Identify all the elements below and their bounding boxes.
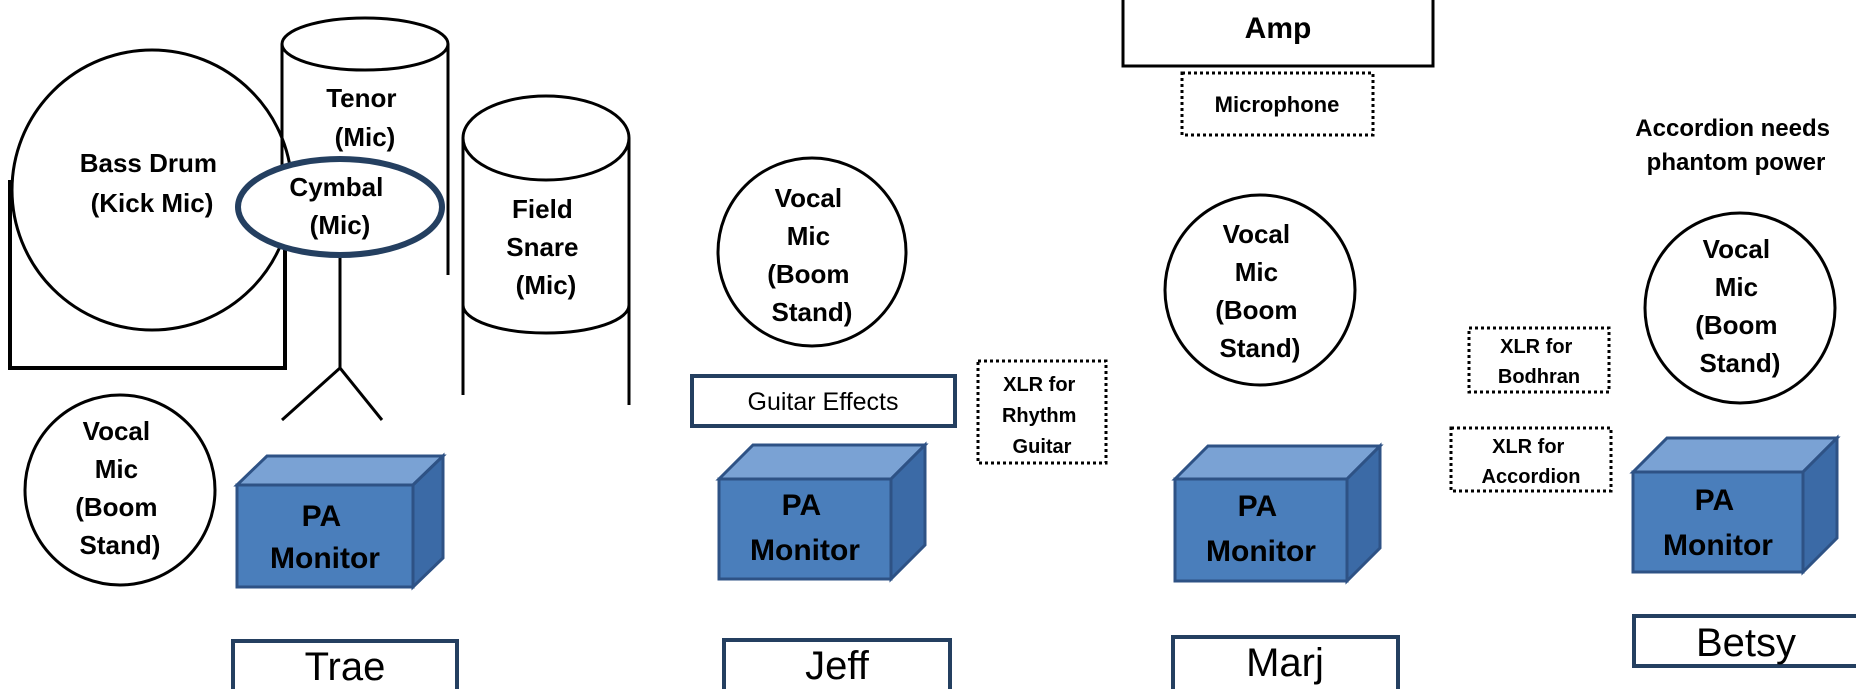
guitar-effects-box: Guitar Effects — [690, 374, 957, 428]
svg-text:Bass Drum (Kick Mic): Bass Drum (Kick Mic) — [80, 148, 225, 218]
performer-name-jeff: Jeff — [805, 644, 870, 688]
performer-name-marj: Marj — [1246, 641, 1324, 685]
svg-text:Vocal Mic (Boom: Vocal Mic (Boom Stand) — [1215, 219, 1305, 363]
performer-name-trae: Trae — [305, 645, 386, 689]
tenor-drum: Tenor (Mic) — [280, 16, 450, 275]
svg-text:XLR for Rhythm Gui: XLR for Rhythm Guitar — [1002, 374, 1082, 458]
bass-drum: Bass Drum (Kick Mic) — [8, 48, 294, 370]
field-snare: Field Snare (Mic) — [461, 94, 631, 405]
amp-label: Amp — [1245, 12, 1312, 45]
guitar-effects-label: Guitar Effects — [748, 388, 899, 416]
vocal-mic-marj: Vocal Mic (Boom Stand) — [1163, 193, 1357, 387]
snare-label: Field — [512, 194, 573, 224]
name-box-marj: Marj — [1171, 635, 1400, 689]
pa-monitor-betsy: PA Monitor — [1629, 434, 1841, 576]
bass-drum-label: Bass Drum — [80, 148, 217, 178]
xlr-bodhran: XLR for Bodhran — [1467, 326, 1611, 394]
name-box-trae: Trae — [231, 639, 459, 689]
name-box-jeff: Jeff — [722, 638, 952, 689]
svg-text:PA Monitor: PA Monitor — [1663, 484, 1773, 562]
xlr-rhythm-guitar: XLR for Rhythm Guitar — [976, 359, 1108, 465]
svg-text:PA Monitor: PA Monitor — [270, 500, 380, 575]
svg-text:Vocal Mic (Boom: Vocal Mic (Boom Stand) — [75, 416, 165, 560]
cymbal: Cymbal (Mic) — [235, 156, 445, 422]
svg-text:XLR for Bodhran: XLR for Bodhran — [1498, 336, 1580, 388]
bass-drum-sublabel: (Kick Mic) — [91, 188, 214, 218]
xlr-accordion: XLR for Accordion — [1449, 426, 1613, 493]
phantom-power-note: Accordion needs phantom power — [1635, 115, 1836, 176]
svg-text:PA Monitor: PA Monitor — [1206, 490, 1316, 568]
cymbal-sublabel: (Mic) — [310, 210, 371, 240]
pa-monitor-trae: PA Monitor — [233, 452, 447, 591]
microphone-label: Microphone — [1215, 92, 1340, 117]
cymbal-label: Cymbal — [289, 172, 383, 202]
tenor-sublabel: (Mic) — [335, 122, 396, 152]
svg-text:XLR for Accordion: XLR for Accordion — [1482, 436, 1581, 488]
amp: Amp — [1121, 0, 1435, 68]
name-box-betsy: Betsy — [1632, 614, 1856, 668]
performer-name-betsy: Betsy — [1696, 621, 1796, 665]
pa-monitor-jeff: PA Monitor — [715, 441, 929, 583]
svg-text:Vocal Mic (Boom: Vocal Mic (Boom Stand) — [767, 183, 857, 327]
vocal-mic-betsy: Vocal Mic (Boom Stand) — [1643, 211, 1837, 405]
svg-text:Vocal Mic (Boom: Vocal Mic (Boom Stand) — [1695, 234, 1785, 378]
vocal-mic-jeff: Vocal Mic (Boom Stand) — [716, 156, 908, 348]
svg-text:Field Snare (Mic): Field Snare (Mic) — [506, 194, 586, 300]
pa-monitor-marj: PA Monitor — [1171, 442, 1384, 585]
svg-text:Cymbal (Mic): Cymbal (Mic) — [289, 172, 390, 240]
svg-text:Tenor (Mic): Tenor (Mic) — [326, 83, 404, 152]
snare-label-2: Snare — [506, 232, 578, 262]
tenor-label: Tenor — [326, 83, 396, 113]
amp-microphone: Microphone — [1180, 71, 1375, 137]
svg-text:PA Monitor: PA Monitor — [750, 489, 860, 567]
vocal-mic-trae: Vocal Mic (Boom Stand) — [23, 393, 217, 587]
snare-sublabel: (Mic) — [516, 270, 577, 300]
